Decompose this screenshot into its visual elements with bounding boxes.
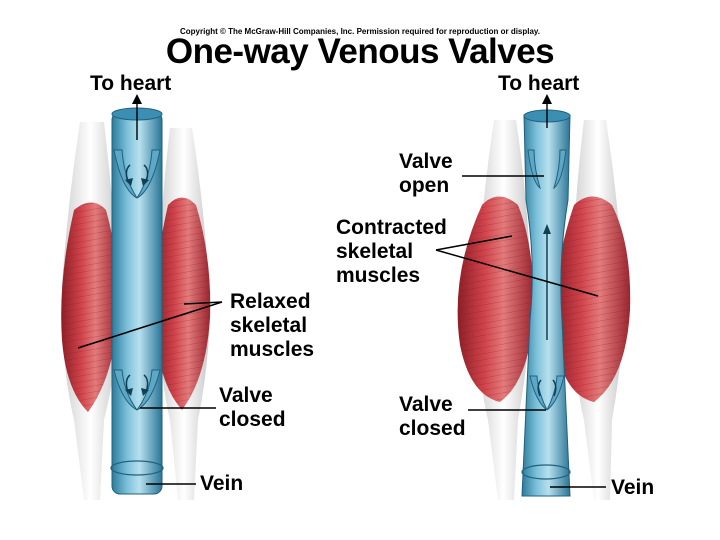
right-to-heart-arrow xyxy=(542,94,552,128)
right-valve-closed-label-line2: closed xyxy=(399,417,466,440)
copyright-notice: Copyright © The McGraw-Hill Companies, I… xyxy=(179,27,541,36)
right-to-heart-label: To heart xyxy=(498,72,580,95)
left-to-heart-arrow xyxy=(132,94,142,140)
diagram-title: One-way Venous Valves xyxy=(165,32,555,71)
right-valve-open-label-line1: Valve xyxy=(399,150,453,173)
left-muscles-label-line3: muscles xyxy=(230,338,315,361)
left-muscles-label-line1: Relaxed xyxy=(230,290,311,313)
right-muscles-label-line3: muscles xyxy=(336,264,421,287)
left-valve-label-line1: Valve xyxy=(219,384,273,407)
right-vein-label: Vein xyxy=(611,476,655,499)
right-muscles-label-line1: Contracted xyxy=(336,216,447,239)
right-vein xyxy=(521,109,571,497)
left-relaxed-muscle-1 xyxy=(61,122,120,500)
left-valve-label-line2: closed xyxy=(219,408,286,431)
right-muscles-leader-1 xyxy=(435,235,513,251)
left-muscles-leader-2 xyxy=(183,301,223,305)
right-muscles-leader-2 xyxy=(435,249,599,297)
left-to-heart-label: To heart xyxy=(90,72,172,95)
right-valve-open-label-line2: open xyxy=(399,174,450,197)
left-vein-label: Vein xyxy=(200,472,244,495)
left-muscles-label-line2: skeletal xyxy=(230,314,308,337)
right-contracted-muscle-1 xyxy=(457,120,534,500)
left-vein xyxy=(110,107,164,495)
right-muscles-label-line2: skeletal xyxy=(336,240,414,263)
right-contracted-muscle-2 xyxy=(554,120,631,500)
right-valve-closed-label-line1: Valve xyxy=(399,393,453,416)
left-muscles-leader-1 xyxy=(77,301,223,349)
